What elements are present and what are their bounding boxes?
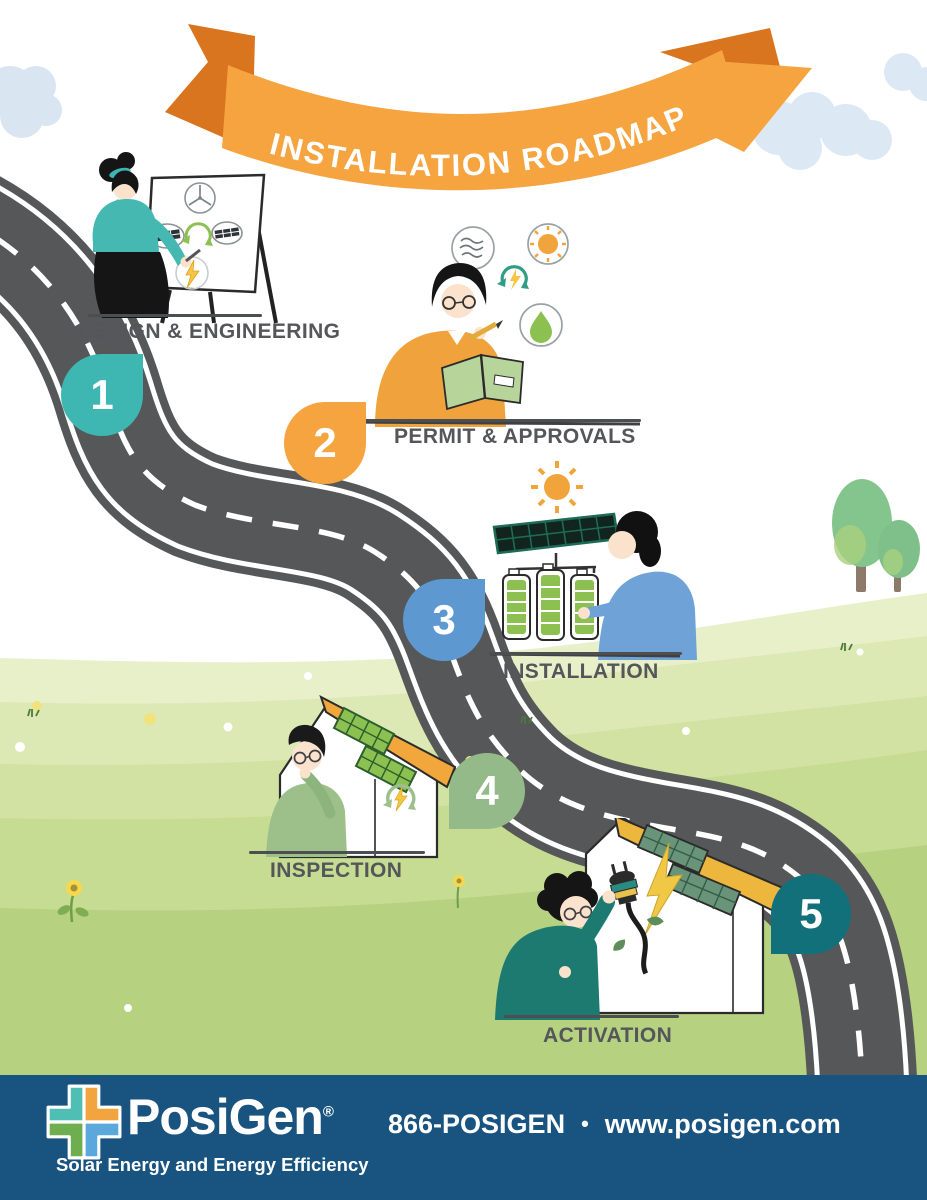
separator-dot: • [581,1111,589,1136]
step-2-label: PERMIT & APPROVALS [394,425,636,448]
registered-mark: ® [322,1103,334,1121]
grass-tufts [27,642,853,724]
trees [832,479,920,592]
design-engineering-illustration [92,152,278,324]
step-3-marker: 3 [403,579,485,661]
road-center-dashes [0,237,867,1200]
brand-tagline: Solar Energy and Energy Efficiency [56,1154,369,1175]
solar-panel-icon [332,706,418,794]
wind-turbine-icon [184,182,216,214]
step-5-marker: 5 [771,874,851,954]
phone-number: 866-POSIGEN [388,1109,566,1139]
inspector-person [266,724,347,857]
inspection-illustration [266,695,457,859]
posigen-logo-icon [46,1084,122,1160]
battery-icon [502,563,599,641]
sun-icon [531,461,583,513]
step-1-label: DESIGN & ENGINEERING [78,320,341,343]
step-5-baseline [504,1015,679,1018]
solar-panel-icon [492,512,620,575]
recycle-icon [181,222,213,246]
wind-icon [451,226,495,270]
step-5-label: ACTIVATION [543,1024,673,1047]
handbook [441,353,524,411]
step-1-marker: 1 [61,354,143,436]
step-2-marker: 2 [284,402,366,484]
ribbon-band [222,50,745,191]
sun-icon [527,223,569,265]
permit-approvals-illustration [344,223,641,427]
cloud-corner [884,53,927,101]
installer-person [578,511,697,660]
easel [144,173,278,324]
technician-person [495,871,616,1020]
designer-person [92,152,201,318]
recycle-icon [497,265,529,290]
step-2-baseline [344,419,641,422]
contact-info: 866-POSIGEN • www.posigen.com [388,1109,841,1140]
water-drop-icon [519,303,563,347]
step-4-baseline [249,851,425,854]
cloud-top-right [752,92,892,170]
step-1-baseline [88,314,262,317]
cloud-top-left [0,66,62,138]
installation-illustration [489,461,697,660]
step-3-label: INSTALLATION [503,660,659,683]
brand-name: PosiGen® [127,1089,334,1145]
house [584,818,792,1015]
website-url: www.posigen.com [604,1109,841,1139]
solar-panel-icon [636,823,742,917]
step-4-label: INSPECTION [270,859,403,882]
plug-icon [609,861,664,975]
activation-illustration [495,818,792,1020]
title-banner: INSTALLATION ROADMAP [165,24,812,191]
step-4-marker: 4 [449,753,525,829]
footer: PosiGen® Solar Energy and Energy Efficie… [0,1075,927,1200]
recycle-icon [383,783,416,812]
reviewer-person [375,263,524,427]
step-3-baseline [489,652,682,655]
